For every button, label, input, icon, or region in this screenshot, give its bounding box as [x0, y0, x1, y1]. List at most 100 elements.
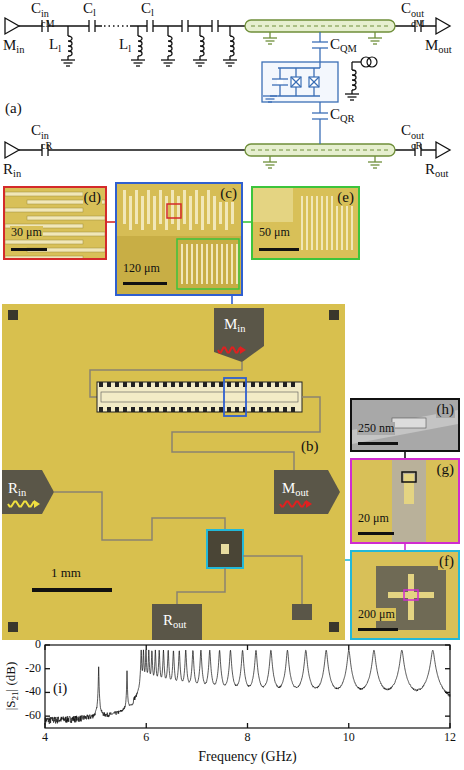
resonator-cell: [275, 382, 279, 387]
electrode-finger: [177, 196, 180, 230]
transmon-box: [262, 62, 338, 102]
electrode-finger: [135, 190, 138, 224]
ground-symbol: [373, 43, 377, 44]
ground-symbol: [226, 62, 235, 63]
component-label: Ll: [118, 36, 132, 55]
zoom-connector: [231, 296, 233, 304]
scale-label: 1 mm: [50, 566, 82, 580]
tick-mark: [445, 715, 450, 716]
qubit-island: [408, 574, 414, 620]
micrograph-panel: (d)30 μm: [3, 186, 107, 260]
capacitor-plate: [272, 78, 288, 79]
tick-mark: [146, 723, 147, 728]
meander-line: [221, 244, 223, 284]
ground-symbol: [266, 164, 275, 165]
waveguide-center: [251, 26, 389, 27]
resonator-cell: [147, 382, 151, 387]
resonator-cell: [227, 407, 231, 412]
electrode-finger: [27, 216, 105, 220]
capacitor-gap: [212, 23, 218, 29]
resonator-cell: [227, 382, 231, 387]
electrode-finger: [201, 196, 204, 230]
meander-line: [301, 196, 303, 250]
meander-line: [186, 244, 188, 284]
resonator-cell: [195, 407, 199, 412]
scale-label: (b): [300, 438, 320, 455]
capacitor-plate: [187, 20, 188, 32]
tick-label: 12: [443, 731, 457, 744]
wire: [374, 32, 375, 38]
feed-line: [172, 397, 320, 470]
resonator-cell: [291, 382, 295, 387]
ground-symbol: [373, 167, 377, 168]
ground-symbol: [223, 59, 237, 60]
contact-pad: [253, 188, 293, 222]
component-label: CoutcM: [400, 0, 426, 29]
micrograph-ground: [117, 184, 241, 294]
resonator-cell: [139, 407, 143, 412]
port-triangle: [436, 142, 450, 158]
wire: [269, 156, 270, 162]
tick-mark: [348, 723, 349, 728]
meander-line: [231, 244, 233, 284]
resonator-cell: [155, 407, 159, 412]
josephson-junction: [309, 77, 319, 87]
panel-label: (e): [336, 189, 355, 206]
meander-line: [326, 196, 328, 250]
flux-line: [243, 556, 302, 604]
component-label: Cl: [82, 0, 97, 19]
resonator-cell: [291, 407, 295, 412]
substrate-band: [117, 236, 241, 294]
tick-mark: [445, 668, 450, 669]
ground-symbol: [348, 96, 357, 97]
inductor-symbol: [138, 36, 142, 56]
alignment-mark: [329, 622, 339, 632]
wire: [319, 62, 320, 68]
scale-label: 250 nm: [357, 422, 395, 435]
ground-symbol: [193, 59, 207, 60]
ground-symbol: [196, 62, 205, 63]
resonator-cell: [267, 382, 271, 387]
resonator-cell: [163, 407, 167, 412]
tick-mark: [44, 723, 45, 728]
capacitor-plate: [312, 112, 328, 113]
micrograph-panel: (e)50 μm: [251, 186, 360, 260]
micrograph-image: [2, 304, 345, 640]
ground-symbol: [350, 99, 354, 100]
port-label: Rout: [424, 161, 449, 180]
resonator-cell: [187, 407, 191, 412]
panel-label: (h): [436, 401, 456, 418]
tick-mark: [247, 723, 248, 728]
scale-label: 20 μm: [357, 512, 390, 525]
capacitor-plate: [88, 20, 89, 32]
resonator-cell: [251, 407, 255, 412]
component-label: CQR: [329, 106, 356, 125]
resonator-cell: [123, 407, 127, 412]
ground-symbol: [64, 62, 73, 63]
resonator-cell: [139, 382, 143, 387]
port-triangle: [436, 18, 450, 34]
resonator-cell: [179, 407, 183, 412]
scale-bar: [358, 628, 398, 631]
electrode-finger: [159, 190, 162, 224]
meander-line: [196, 244, 198, 284]
resonator-cell: [203, 407, 207, 412]
tick-mark: [449, 645, 450, 650]
panel-label: (a): [4, 100, 23, 117]
resonator-cell: [163, 382, 167, 387]
resonator-cell: [107, 407, 111, 412]
electrode-strip: [392, 460, 426, 542]
meander-line: [316, 196, 318, 250]
ground-symbol: [263, 161, 277, 162]
bond-pad: [2, 470, 54, 514]
axis-title: |S21| (dB): [4, 661, 20, 712]
component-label: CoutcR: [400, 122, 425, 151]
scale-bar: [11, 248, 47, 251]
signal-arrowhead: [306, 500, 312, 508]
panel-label: (c): [219, 185, 238, 202]
resonator-cell: [171, 407, 175, 412]
wire: [19, 149, 245, 150]
tick-mark: [45, 715, 50, 716]
capacitor-gap: [317, 42, 323, 48]
resonator-cell: [267, 407, 271, 412]
